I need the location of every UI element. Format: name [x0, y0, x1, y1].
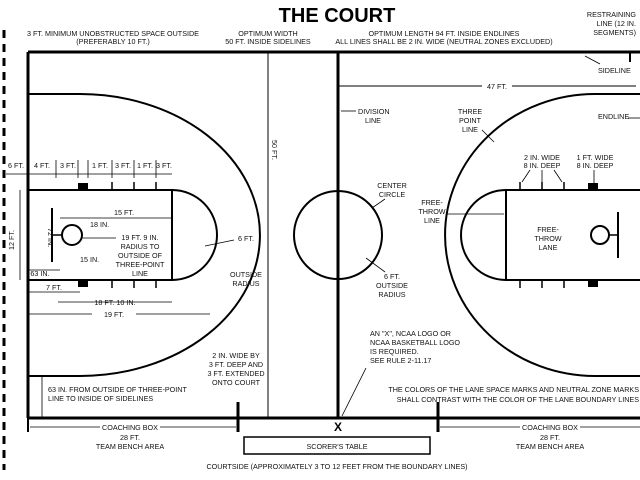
left-lane-block-bottom	[78, 280, 88, 287]
team-bench-right-label: TEAM BENCH AREA	[516, 442, 585, 451]
logo-note-3: IS REQUIRED.	[370, 347, 419, 356]
center-radius-label-2: OUTSIDE	[376, 281, 408, 290]
three-point-label-3: LINE	[462, 125, 478, 134]
dim-7ft: 7 FT.	[46, 283, 62, 292]
right-lane-block-top	[588, 183, 598, 190]
right-three-point-arc	[444, 93, 596, 377]
center-circle-label: CENTER	[377, 181, 407, 190]
left-basket-rim	[61, 224, 83, 246]
coaching-box-right-label-2: 28 FT.	[540, 433, 560, 442]
width-dimension-label: 50 FT.	[270, 140, 279, 160]
dim-15in: 15 IN.	[80, 255, 99, 264]
three-point-clearance-note-2: LINE TO INSIDE OF SIDELINES	[48, 394, 153, 403]
coaching-mark-note-2: 3 FT. DEEP AND	[209, 360, 263, 369]
restraining-note-3: SEGMENTS)	[593, 28, 636, 37]
endline-label: ENDLINE	[598, 112, 629, 121]
colors-note: THE COLORS OF THE LANE SPACE MARKS AND N…	[388, 385, 639, 394]
coaching-mark-note-3: 3 FT. EXTENDED	[207, 369, 264, 378]
dim-1ft-a: 1 FT.	[92, 161, 108, 170]
space-outside-note: 3 FT. MINIMUM UNOBSTRUCTED SPACE OUTSIDE	[27, 29, 199, 38]
dim-4ft: 4 FT.	[34, 161, 50, 170]
left-lane-block-top	[78, 183, 88, 190]
logo-note-4: SEE RULE 2-11.17	[370, 356, 431, 365]
sideline-label: SIDELINE	[598, 66, 631, 75]
free-throw-lane-label: FREE-	[537, 225, 559, 234]
optimum-width-note: OPTIMUM WIDTH	[238, 29, 298, 38]
center-radius-label: 6 FT.	[384, 272, 400, 281]
coaching-box-right-label: COACHING BOX	[522, 423, 578, 432]
restraining-note-2: LINE (12 IN.	[596, 19, 636, 28]
right-basket-rim	[590, 225, 610, 245]
one-foot-mark-label: 1 FT. WIDE	[577, 153, 614, 162]
dim-12ft: 12 FT.	[7, 230, 16, 250]
dim-19ft: 19 FT.	[104, 310, 124, 319]
center-circle	[293, 190, 383, 280]
space-outside-note-2: (PREFERABLY 10 FT.)	[76, 37, 150, 46]
left-free-throw-lane	[27, 189, 173, 281]
coaching-mark-note-4: ONTO COURT	[212, 378, 261, 387]
two-inch-mark-label-2: 8 IN. DEEP	[524, 161, 561, 170]
logo-note-2: NCAA BASKETBALL LOGO	[370, 338, 460, 347]
scorers-table	[243, 436, 431, 455]
dim-3ft-b: 3 FT.	[115, 161, 131, 170]
center-circle-label-2: CIRCLE	[379, 190, 406, 199]
left-free-throw-circle	[171, 189, 218, 281]
dim-18ft-10in: 18 FT. 10 IN.	[94, 298, 135, 307]
coaching-box-left-label: COACHING BOX	[102, 423, 158, 432]
three-point-radius-label-5: LINE	[132, 269, 148, 278]
coaching-box-left-label-2: 28 FT.	[120, 433, 140, 442]
scorers-table-label: SCORER'S TABLE	[306, 442, 367, 451]
three-point-label: THREE	[458, 107, 483, 116]
free-throw-line-label: FREE-	[421, 198, 443, 207]
center-radius-label-3: RADIUS	[378, 290, 405, 299]
left-ft-radius-label-3: RADIUS	[232, 279, 259, 288]
page-title: THE COURT	[279, 5, 396, 27]
team-bench-left-label: TEAM BENCH AREA	[96, 442, 165, 451]
three-point-clearance-note: 63 IN. FROM OUTSIDE OF THREE-POINT	[48, 385, 187, 394]
three-point-label-2: POINT	[459, 116, 482, 125]
two-inch-mark-label: 2 IN. WIDE	[524, 153, 560, 162]
three-point-radius-label-2: RADIUS TO	[121, 242, 160, 251]
right-lane-block-bottom	[588, 280, 598, 287]
dim-3ft-a: 3 FT.	[60, 161, 76, 170]
free-throw-line-label-2: THROW	[418, 207, 445, 216]
dim-15ft: 15 FT.	[114, 208, 134, 217]
free-throw-lane-label-2: THROW	[534, 234, 561, 243]
three-point-radius-label: 19 FT. 9 IN.	[121, 233, 158, 242]
left-ft-radius-label-2: OUTSIDE	[230, 270, 262, 279]
division-line-label-2: LINE	[365, 116, 381, 125]
three-point-radius-label-4: THREE-POINT	[116, 260, 165, 269]
colors-note-2: SHALL CONTRAST WITH THE COLOR OF THE LAN…	[397, 395, 640, 404]
dim-1ft-b: 1 FT.	[137, 161, 153, 170]
line-width-note: ALL LINES SHALL BE 2 IN. WIDE (NEUTRAL Z…	[335, 37, 552, 46]
division-line-label: DIVISION	[358, 107, 390, 116]
logo-note: AN "X", NCAA LOGO OR	[370, 329, 451, 338]
dim-6ft: 6 FT.	[8, 161, 24, 170]
right-free-throw-circle	[460, 189, 507, 281]
dim-18in: 18 IN.	[90, 220, 109, 229]
left-ft-radius-label: 6 FT.	[238, 234, 254, 243]
free-throw-lane-label-3: LANE	[539, 243, 558, 252]
coaching-mark-note: 2 IN. WIDE BY	[212, 351, 260, 360]
free-throw-line-label-3: LINE	[424, 216, 440, 225]
left-three-point-arc	[79, 93, 261, 377]
dim-63in: 63 IN.	[30, 269, 49, 278]
optimum-width-note-2: 50 FT. INSIDE SIDELINES	[225, 37, 311, 46]
three-point-radius-label-3: OUTSIDE OF	[118, 251, 163, 260]
courtside-note: COURTSIDE (APPROXIMATELY 3 TO 12 FEET FR…	[206, 462, 467, 471]
center-x-mark: X	[334, 420, 342, 434]
right-free-throw-lane	[505, 189, 640, 281]
dim-3ft-c: 3 FT.	[156, 161, 172, 170]
dim-72in: 72 IN.	[46, 228, 55, 247]
restraining-note: RESTRAINING	[587, 10, 637, 19]
one-foot-mark-label-2: 8 IN. DEEP	[577, 161, 614, 170]
half-court-dimension-label: 47 FT.	[487, 82, 507, 91]
optimum-length-note: OPTIMUM LENGTH 94 FT. INSIDE ENDLINES	[369, 29, 520, 38]
